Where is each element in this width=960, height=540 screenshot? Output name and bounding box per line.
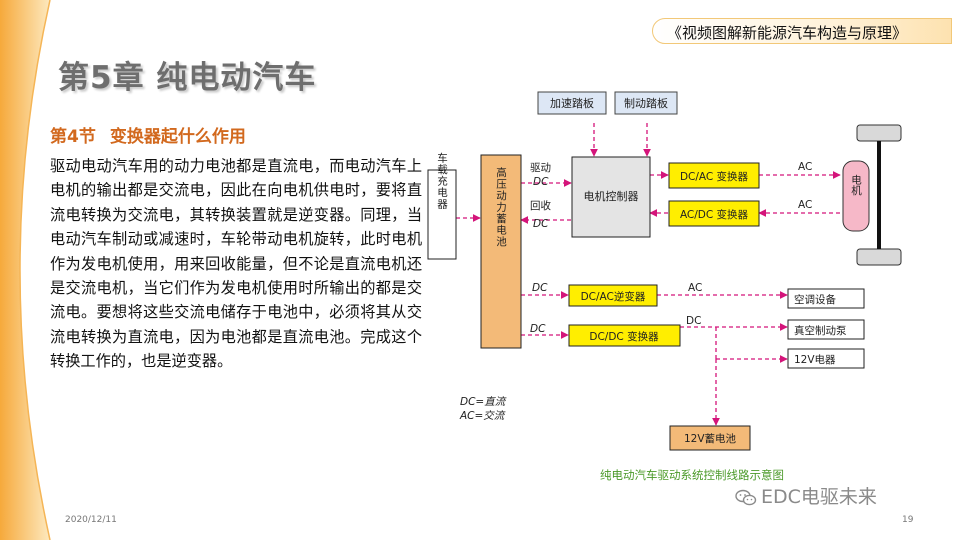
aircon-unit: 空调设备 <box>787 288 865 309</box>
book-title-tag: 《视频图解新能源汽车构造与原理》 <box>652 18 952 44</box>
label-dc-inverter-in: DC <box>532 282 548 294</box>
chapter-title: 第5章 纯电动汽车 <box>58 60 317 96</box>
legend-dc: DC=直流 <box>460 396 507 408</box>
connection-arrows <box>456 123 841 426</box>
label-dc-dcdc-out: DC <box>686 315 701 327</box>
onboard-charger: 车载充电器 <box>427 151 457 260</box>
drive-system-diagram: 车载充电器 高压动力蓄电池 加速踏板 制动踏板 电机控制器 DC/AC 变换器 … <box>427 91 902 482</box>
dcac-inverter: DC/AC逆变器 <box>568 284 658 307</box>
dcac-inverter-label: DC/AC逆变器 <box>581 290 646 303</box>
dcdc-converter: DC/DC 变换器 <box>568 324 681 347</box>
wechat-icon <box>735 489 757 506</box>
label-dc-dcdc-in: DC <box>530 323 546 335</box>
vacuum-pump: 真空制动泵 <box>787 319 865 340</box>
brake-pedal: 制动踏板 <box>614 91 678 115</box>
motor-controller-label: 电机控制器 <box>584 189 639 203</box>
aircon-label: 空调设备 <box>794 293 836 306</box>
onboard-charger-label: 车载充电器 <box>436 151 448 209</box>
label-drive-dc: DC <box>533 176 549 188</box>
dcdc-converter-label: DC/DC 变换器 <box>589 330 659 343</box>
label-ac-bottom: AC <box>798 199 812 211</box>
motor-controller: 电机控制器 <box>571 156 651 238</box>
watermark: EDC电驱未来 <box>735 482 877 509</box>
brake-pedal-label: 制动踏板 <box>624 96 668 110</box>
accelerator-pedal-label: 加速踏板 <box>550 96 594 110</box>
label-ac-top: AC <box>798 161 812 173</box>
label-ac-inverter-out: AC <box>688 282 702 294</box>
appliance-12v: 12V电器 <box>787 348 865 369</box>
hv-battery: 高压动力蓄电池 <box>480 154 522 349</box>
footer-date: 2020/12/11 <box>65 515 117 525</box>
watermark-text: EDC电驱未来 <box>761 486 877 508</box>
dcac-converter: DC/AC 变换器 <box>668 162 760 189</box>
book-title: 《视频图解新能源汽车构造与原理》 <box>667 24 908 42</box>
label-regen: 回收 <box>530 199 551 212</box>
label-regen-dc: DC <box>533 218 549 230</box>
motor-assembly: 电机 <box>842 124 902 266</box>
hv-battery-label: 高压动力蓄电池 <box>495 166 507 247</box>
legend-ac: AC=交流 <box>459 410 506 422</box>
accelerator-pedal: 加速踏板 <box>537 91 607 115</box>
motor-label: 电机 <box>850 174 862 197</box>
diagram-caption: 纯电动汽车驱动系统控制线路示意图 <box>600 468 784 482</box>
appliance-12v-label: 12V电器 <box>794 353 836 366</box>
battery-12v: 12V蓄电池 <box>669 425 751 451</box>
dcac-converter-label: DC/AC 变换器 <box>680 170 749 183</box>
acdc-converter: AC/DC 变换器 <box>668 200 760 227</box>
section-title: 变换器起什么作用 <box>109 127 246 147</box>
label-drive: 驱动 <box>530 162 551 174</box>
section-number: 第4节 <box>50 127 96 147</box>
battery-12v-label: 12V蓄电池 <box>684 432 737 445</box>
vacuum-pump-label: 真空制动泵 <box>794 324 847 337</box>
acdc-converter-label: AC/DC 变换器 <box>680 208 749 221</box>
section-heading: 第4节变换器起什么作用 <box>50 122 246 147</box>
body-paragraph: 驱动电动汽车用的动力电池都是直流电，而电动汽车上电机的输出都是交流电，因此在向电… <box>50 157 422 371</box>
footer-page-number: 19 <box>902 515 914 525</box>
